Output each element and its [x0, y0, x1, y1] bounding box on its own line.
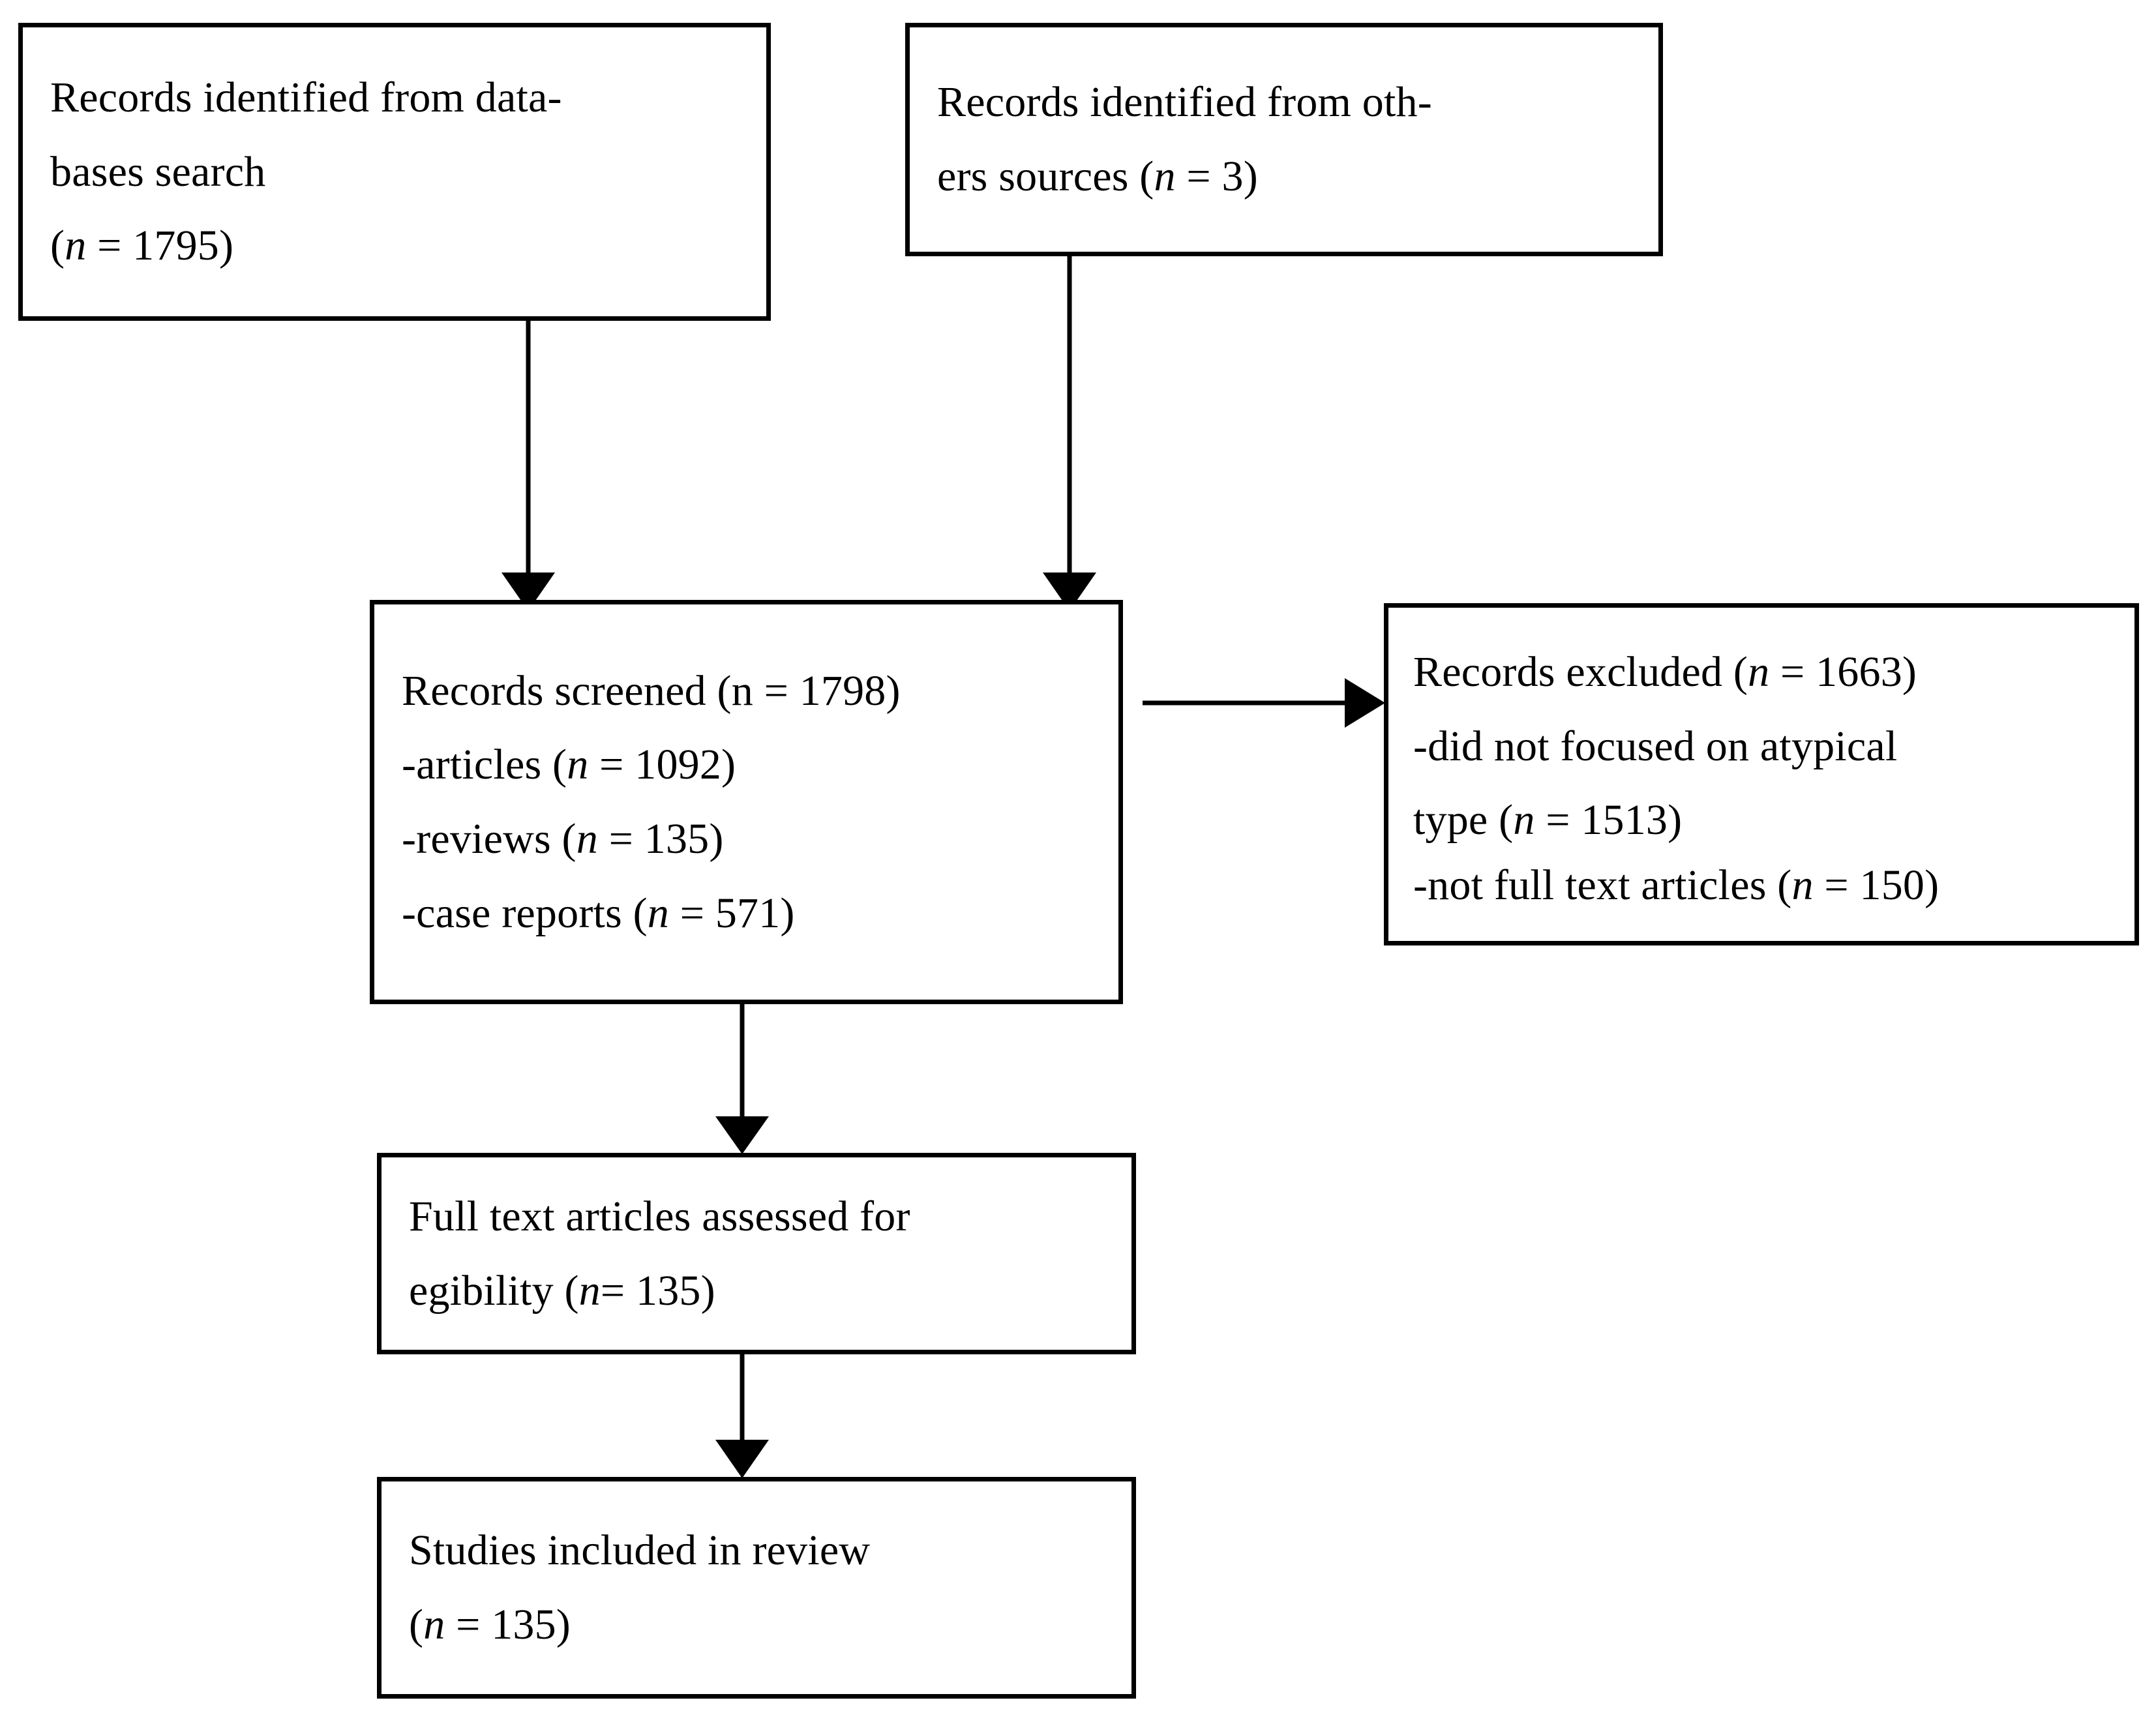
text-segment: = 150) [1813, 861, 1939, 909]
arrow-databases-to-screened [502, 321, 555, 611]
text-segment: bases search [50, 147, 266, 196]
text-segment: = 1513) [1535, 796, 1683, 844]
text-segment-italic: n [1154, 153, 1176, 200]
box-records-identified-databases: Records identified from data- bases sear… [18, 23, 771, 321]
arrow-screened-to-full-text [715, 1004, 769, 1154]
text-segment-italic: n [578, 1266, 601, 1315]
text-segment: ( [50, 222, 65, 270]
arrow-other-sources-to-screened [1043, 256, 1096, 611]
text-line: Records screened (n = 1798) [402, 654, 1107, 728]
text-segment: -reviews ( [402, 815, 576, 863]
box-full-text-assessed-text: Full text articles assessed for egibilit… [382, 1180, 1131, 1328]
text-segment: Studies included in review [409, 1526, 871, 1575]
text-line: egibility (n= 135) [409, 1254, 1120, 1328]
text-line: -not full text articles (n = 150) [1413, 857, 2123, 914]
text-segment: -did not focused on atypical [1413, 722, 1898, 770]
text-segment-italic: n [423, 1601, 445, 1648]
text-line: (n = 135) [409, 1588, 1120, 1662]
text-segment: = 1092) [588, 741, 736, 789]
text-segment: Records identified from data- [50, 74, 562, 122]
box-records-excluded-text: Records excluded (n = 1663) -did not foc… [1388, 635, 2134, 913]
text-segment-italic: n [647, 889, 669, 937]
arrow-screened-to-excluded [1143, 678, 1385, 728]
text-segment: Records identified from oth- [937, 78, 1432, 126]
text-segment: = 135) [445, 1601, 571, 1648]
box-full-text-assessed: Full text articles assessed for egibilit… [377, 1153, 1136, 1354]
text-segment-italic: n [567, 741, 589, 789]
text-segment: type ( [1413, 796, 1514, 844]
text-line: -case reports (n = 571) [402, 876, 1107, 951]
box-records-identified-other-sources: Records identified from oth- ers sources… [905, 23, 1663, 256]
arrow-full-text-to-included [715, 1354, 769, 1478]
text-line: Records identified from oth- [937, 65, 1647, 140]
box-records-excluded: Records excluded (n = 1663) -did not foc… [1384, 603, 2139, 945]
box-records-identified-databases-text: Records identified from data- bases sear… [23, 61, 766, 283]
box-records-screened-text: Records screened (n = 1798) -articles (n… [374, 654, 1118, 950]
text-segment: -not full text articles ( [1413, 861, 1792, 909]
text-line: Studies included in review [409, 1513, 1120, 1588]
text-line: bases search [50, 135, 755, 209]
box-records-identified-other-sources-text: Records identified from oth- ers sources… [910, 65, 1658, 213]
box-records-screened: Records screened (n = 1798) -articles (n… [370, 600, 1123, 1004]
text-line: -did not focused on atypical [1413, 709, 2123, 784]
text-line: Records excluded (n = 1663) [1413, 635, 2123, 709]
text-segment: Records screened (n = 1798) [402, 666, 901, 715]
text-line: (n = 1795) [50, 209, 755, 283]
text-segment: -case reports ( [402, 889, 648, 937]
text-segment: = 571) [669, 889, 795, 937]
text-segment-italic: n [1791, 861, 1814, 909]
text-segment: = 135) [597, 815, 724, 863]
text-line: Full text articles assessed for [409, 1180, 1120, 1254]
text-segment: ( [409, 1601, 424, 1648]
text-segment: = 135) [600, 1266, 715, 1315]
text-segment-italic: n [1748, 648, 1770, 696]
text-line: -articles (n = 1092) [402, 728, 1107, 802]
text-line: type (n = 1513) [1413, 783, 2123, 857]
text-segment: = 1663) [1769, 648, 1917, 696]
text-segment: = 1795) [86, 222, 234, 270]
text-segment: = 3) [1175, 153, 1258, 200]
text-line: ers sources (n = 3) [937, 140, 1647, 214]
text-segment-italic: n [65, 222, 87, 270]
text-segment: Full text articles assessed for [409, 1192, 910, 1240]
box-studies-included: Studies included in review (n = 135) [377, 1477, 1136, 1699]
text-segment: Records excluded ( [1413, 648, 1748, 696]
text-segment: -articles ( [402, 741, 567, 789]
box-studies-included-text: Studies included in review (n = 135) [382, 1513, 1131, 1661]
text-segment: ers sources ( [937, 153, 1154, 200]
text-segment-italic: n [576, 815, 598, 863]
text-line: Records identified from data- [50, 61, 755, 135]
text-line: -reviews (n = 135) [402, 802, 1107, 876]
text-segment: egibility ( [409, 1266, 579, 1315]
text-segment-italic: n [1513, 796, 1535, 844]
